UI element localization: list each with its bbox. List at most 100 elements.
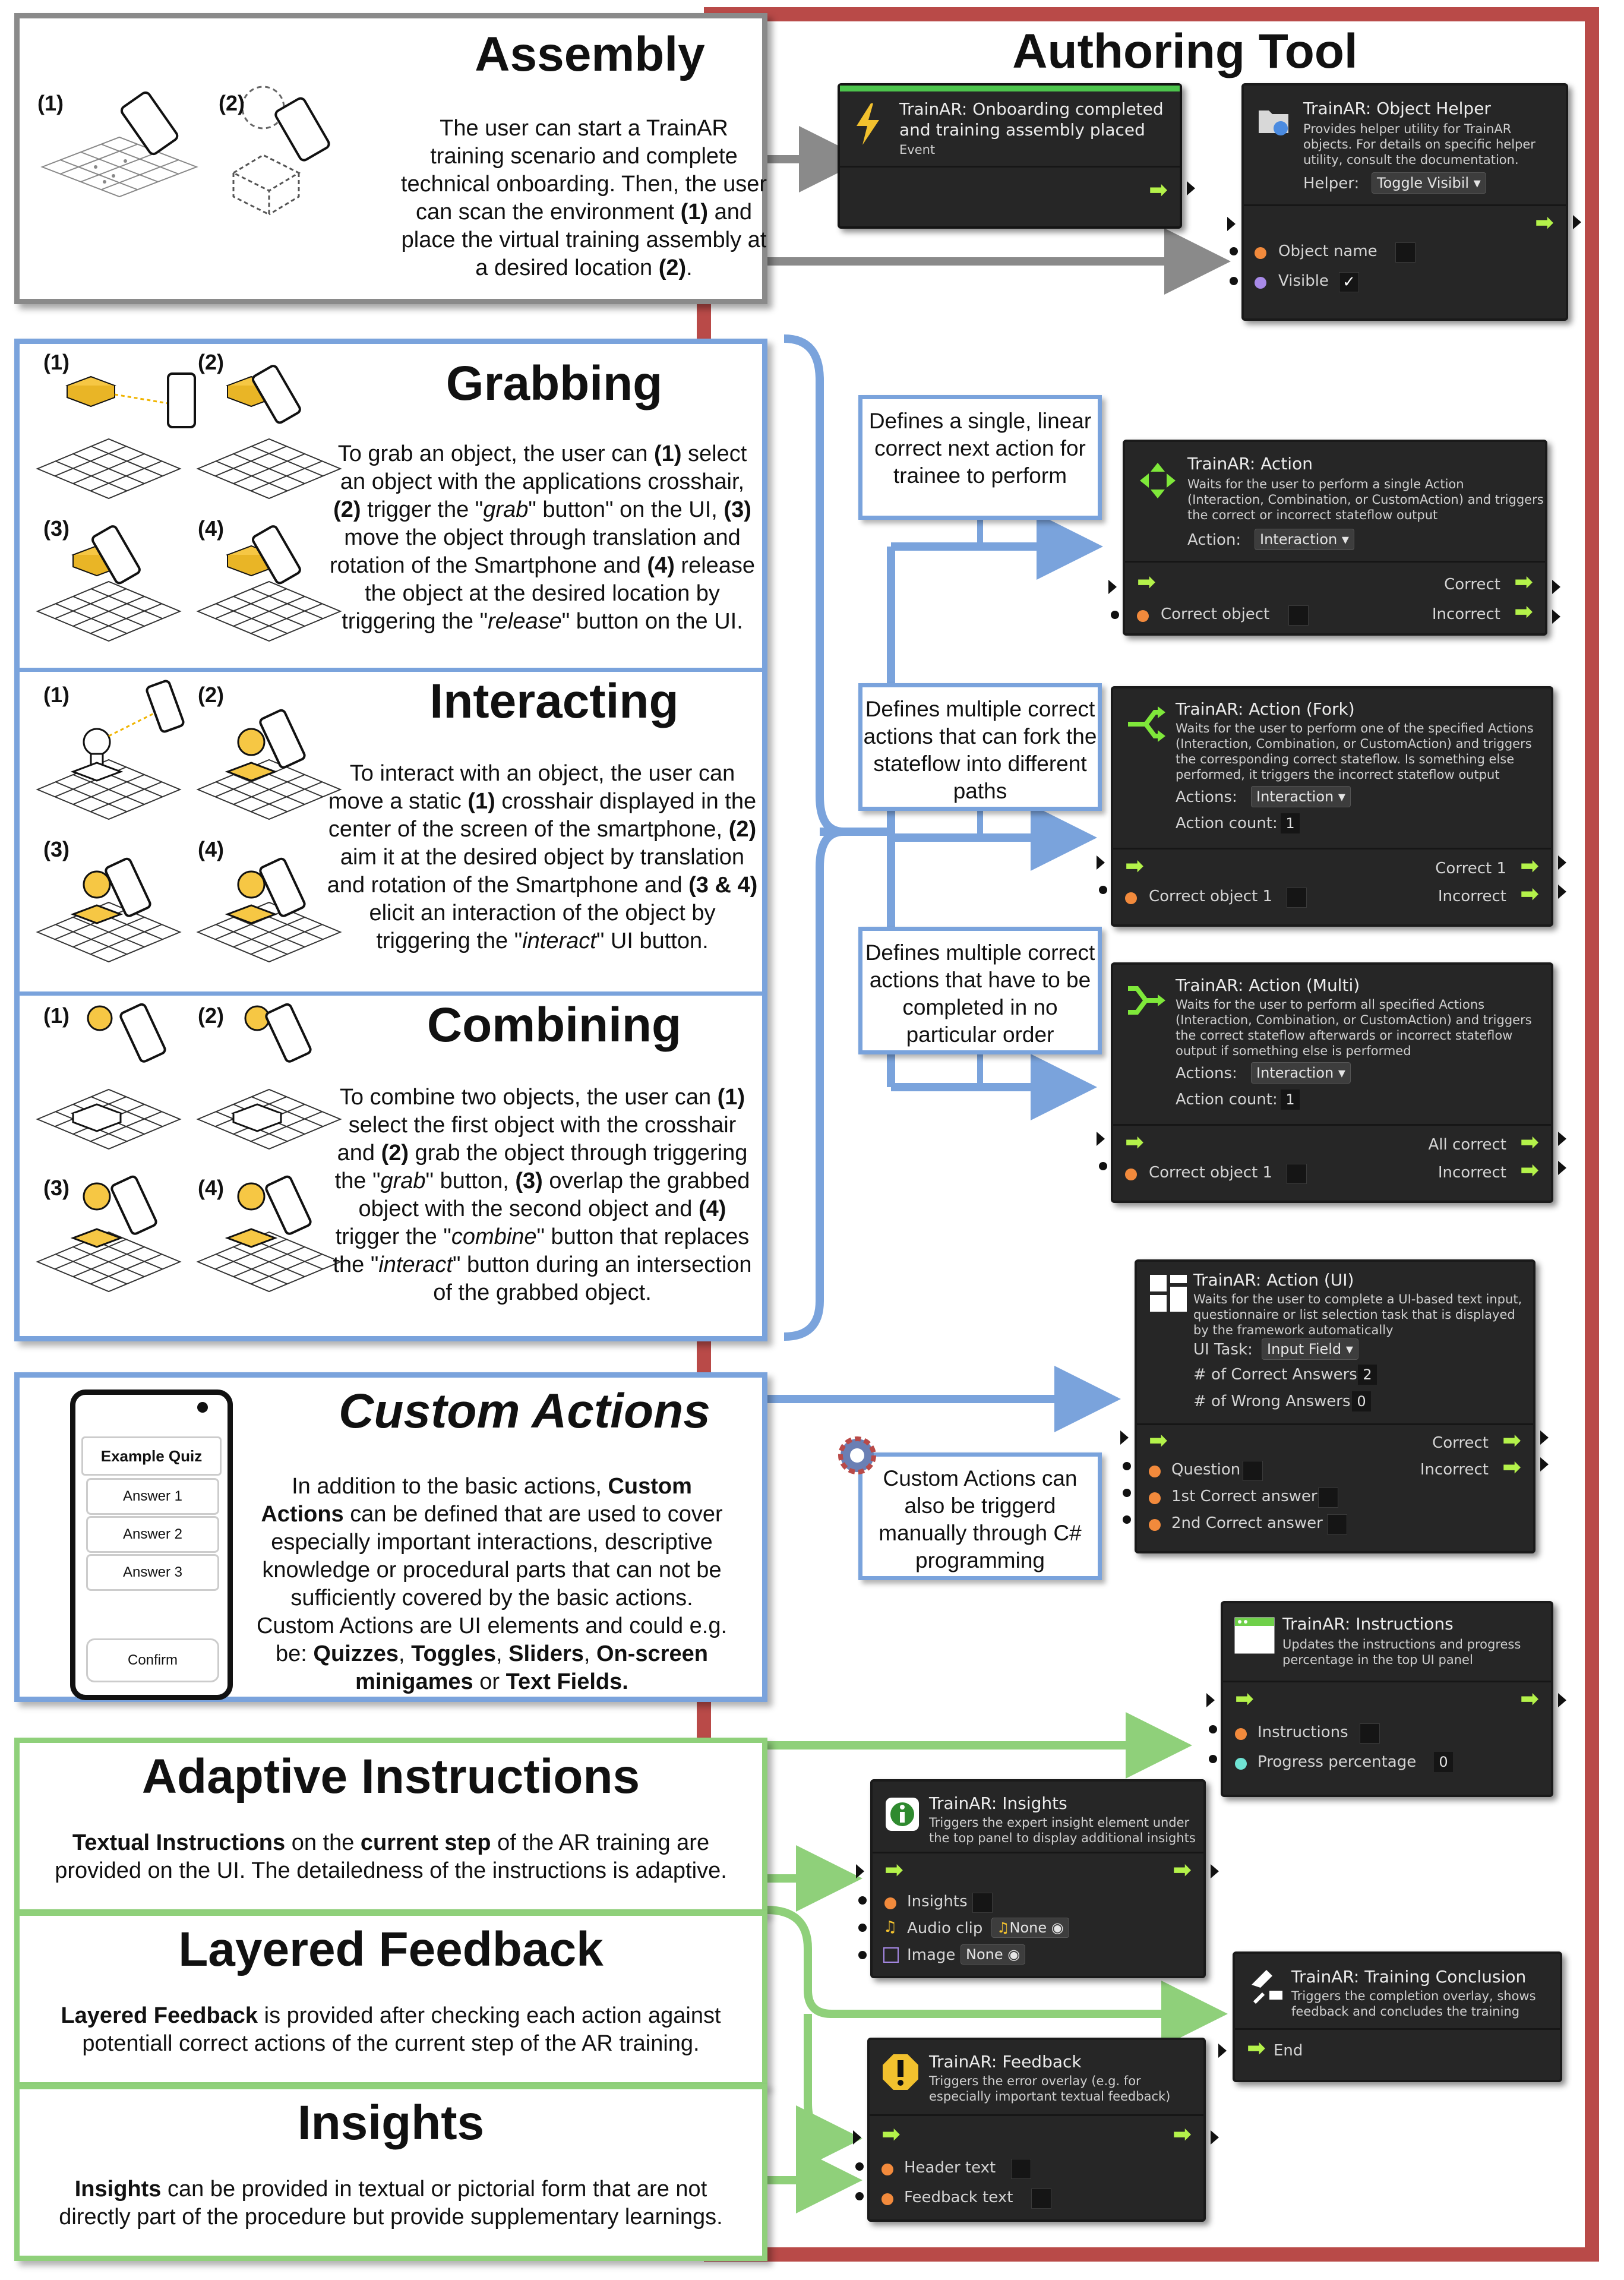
data-in-pin[interactable]	[1209, 1725, 1217, 1733]
action-label: Action:	[1187, 531, 1241, 549]
flow-out-port[interactable]	[1540, 1457, 1549, 1471]
port-correct-object-dot[interactable]	[1125, 892, 1137, 904]
data-in-pin[interactable]	[1123, 1515, 1131, 1524]
action-count-field[interactable]: 1	[1281, 1090, 1300, 1110]
data-in-pin[interactable]	[858, 1924, 867, 1932]
data-in-pin[interactable]	[1111, 611, 1119, 619]
actions-dropdown[interactable]: Interaction ▾	[1251, 786, 1351, 807]
node-training-conclusion[interactable]: TrainAR: Training Conclusion Triggers th…	[1233, 1951, 1562, 2082]
out-correct-label: Correct	[1432, 1434, 1489, 1452]
audio-clip-field[interactable]: ♫None ◉	[991, 1918, 1069, 1938]
flow-in-port[interactable]	[1097, 1132, 1105, 1146]
callout-custom: Custom Actions can also be triggerd manu…	[858, 1452, 1102, 1580]
flow-in-port[interactable]	[1120, 1430, 1129, 1445]
port-1st-correct-field[interactable]	[1318, 1488, 1338, 1508]
flow-in-port[interactable]	[1227, 217, 1236, 231]
custom-actions-panel: Example Quiz Answer 1 Answer 2 Answer 3 …	[14, 1372, 767, 1702]
assembly-title: Assembly	[475, 27, 705, 81]
flow-in-port[interactable]	[1108, 580, 1117, 594]
flow-in-port[interactable]	[856, 1864, 864, 1878]
flow-out-port[interactable]	[1558, 1693, 1566, 1707]
node-object-helper[interactable]: TrainAR: Object Helper Provides helper u…	[1241, 83, 1568, 321]
port-instructions-field[interactable]	[1360, 1723, 1380, 1744]
port-insights-field[interactable]	[972, 1893, 993, 1913]
port-feedback-field[interactable]	[1031, 2189, 1051, 2209]
node-action[interactable]: TrainAR: Action Waits for the user to pe…	[1123, 440, 1547, 636]
flow-in-port[interactable]	[1218, 2044, 1227, 2058]
flow-out-port[interactable]	[1540, 1430, 1549, 1445]
data-in-pin[interactable]	[1230, 277, 1238, 285]
port-object-name-field[interactable]	[1395, 242, 1416, 263]
visible-checkbox[interactable]: ✓	[1339, 272, 1359, 292]
port-correct-object-field[interactable]	[1287, 1164, 1307, 1184]
image-field[interactable]: None ◉	[961, 1944, 1026, 1965]
custom-actions-title: Custom Actions	[339, 1384, 710, 1438]
adaptive-instructions-panel: Adaptive Instructions Textual Instructio…	[14, 1738, 767, 1915]
ui-task-dropdown[interactable]: Input Field ▾	[1262, 1338, 1358, 1360]
flow-in-port[interactable]	[1206, 1693, 1215, 1707]
data-in-pin[interactable]	[1123, 1489, 1131, 1497]
flow-out-port[interactable]	[1211, 1864, 1219, 1878]
port-2nd-correct-dot[interactable]	[1149, 1519, 1161, 1531]
port-question-field[interactable]	[1243, 1461, 1263, 1481]
port-correct-object-dot[interactable]	[1137, 610, 1149, 622]
progress-field[interactable]: 0	[1434, 1752, 1453, 1772]
port-object-name-dot[interactable]	[1255, 247, 1266, 259]
node-action-ui[interactable]: TrainAR: Action (UI) Waits for the user …	[1135, 1259, 1535, 1553]
flow-out-port[interactable]	[1558, 885, 1566, 899]
flow-in-port[interactable]	[853, 2130, 861, 2145]
flow-out-port[interactable]	[1187, 181, 1195, 195]
wrong-answers-field[interactable]: 0	[1352, 1391, 1371, 1411]
port-correct-object-dot[interactable]	[1125, 1169, 1137, 1180]
port-progress-dot[interactable]	[1235, 1758, 1247, 1770]
data-in-pin[interactable]	[858, 1896, 867, 1905]
confirm-button[interactable]: Confirm	[86, 1638, 219, 1682]
action-count-field[interactable]: 1	[1281, 813, 1300, 833]
data-in-pin[interactable]	[1099, 1162, 1107, 1170]
port-1st-correct-dot[interactable]	[1149, 1492, 1161, 1504]
flow-out-port[interactable]	[1573, 215, 1581, 229]
port-header-dot[interactable]	[881, 2164, 893, 2175]
port-instructions-dot[interactable]	[1235, 1728, 1247, 1740]
node-insights[interactable]: TrainAR: Insights Triggers the expert in…	[870, 1779, 1206, 1978]
helper-dropdown[interactable]: Toggle Visibil ▾	[1372, 172, 1486, 194]
data-in-pin[interactable]	[1123, 1462, 1131, 1470]
flow-out-port[interactable]	[1211, 2130, 1219, 2145]
flow-out-port[interactable]	[1552, 610, 1560, 624]
port-insights-dot[interactable]	[884, 1897, 896, 1909]
node-onboarding[interactable]: TrainAR: Onboarding completed and traini…	[838, 83, 1182, 229]
out-incorrect-arrow: ➡	[1502, 1454, 1521, 1480]
node-title: TrainAR: Feedback	[929, 2052, 1082, 2071]
port-2nd-correct-field[interactable]	[1327, 1514, 1347, 1534]
port-correct-object-field[interactable]	[1287, 888, 1307, 908]
port-correct-object-field[interactable]	[1288, 605, 1309, 626]
flow-out-port[interactable]	[1552, 580, 1560, 594]
port-visible-dot[interactable]	[1255, 277, 1266, 289]
node-feedback[interactable]: TrainAR: Feedback Triggers the error ove…	[867, 2038, 1206, 2222]
data-in-pin[interactable]	[858, 1951, 867, 1959]
flow-out-port[interactable]	[1558, 1161, 1566, 1175]
node-separator	[873, 1852, 1203, 1853]
flow-out-port[interactable]	[1558, 1132, 1566, 1146]
port-header-field[interactable]	[1011, 2159, 1031, 2179]
node-instructions[interactable]: TrainAR: Instructions Updates the instru…	[1221, 1601, 1553, 1797]
data-in-pin[interactable]	[1230, 247, 1238, 255]
data-in-pin[interactable]	[855, 2162, 864, 2171]
answer-3-button[interactable]: Answer 3	[86, 1554, 219, 1591]
flow-out-port[interactable]	[1558, 855, 1566, 870]
answer-2-button[interactable]: Answer 2	[86, 1516, 219, 1553]
flow-in-port[interactable]	[1097, 855, 1105, 870]
data-in-pin[interactable]	[1099, 886, 1107, 894]
node-action-multi[interactable]: TrainAR: Action (Multi) Waits for the us…	[1111, 962, 1553, 1203]
actions-dropdown[interactable]: Interaction ▾	[1251, 1062, 1351, 1084]
node-action-fork[interactable]: TrainAR: Action (Fork) Waits for the use…	[1111, 686, 1553, 927]
port-feedback-dot[interactable]	[881, 2193, 893, 2205]
data-in-pin[interactable]	[1209, 1755, 1217, 1763]
actions-dropdown-value: Interaction	[1256, 1065, 1334, 1081]
correct-answers-field[interactable]: 2	[1358, 1365, 1377, 1385]
data-in-pin[interactable]	[855, 2192, 864, 2200]
answer-1-button[interactable]: Answer 1	[86, 1478, 219, 1515]
node-header-bar	[840, 86, 1180, 91]
action-dropdown[interactable]: Interaction ▾	[1255, 529, 1354, 550]
port-question-dot[interactable]	[1149, 1466, 1161, 1477]
